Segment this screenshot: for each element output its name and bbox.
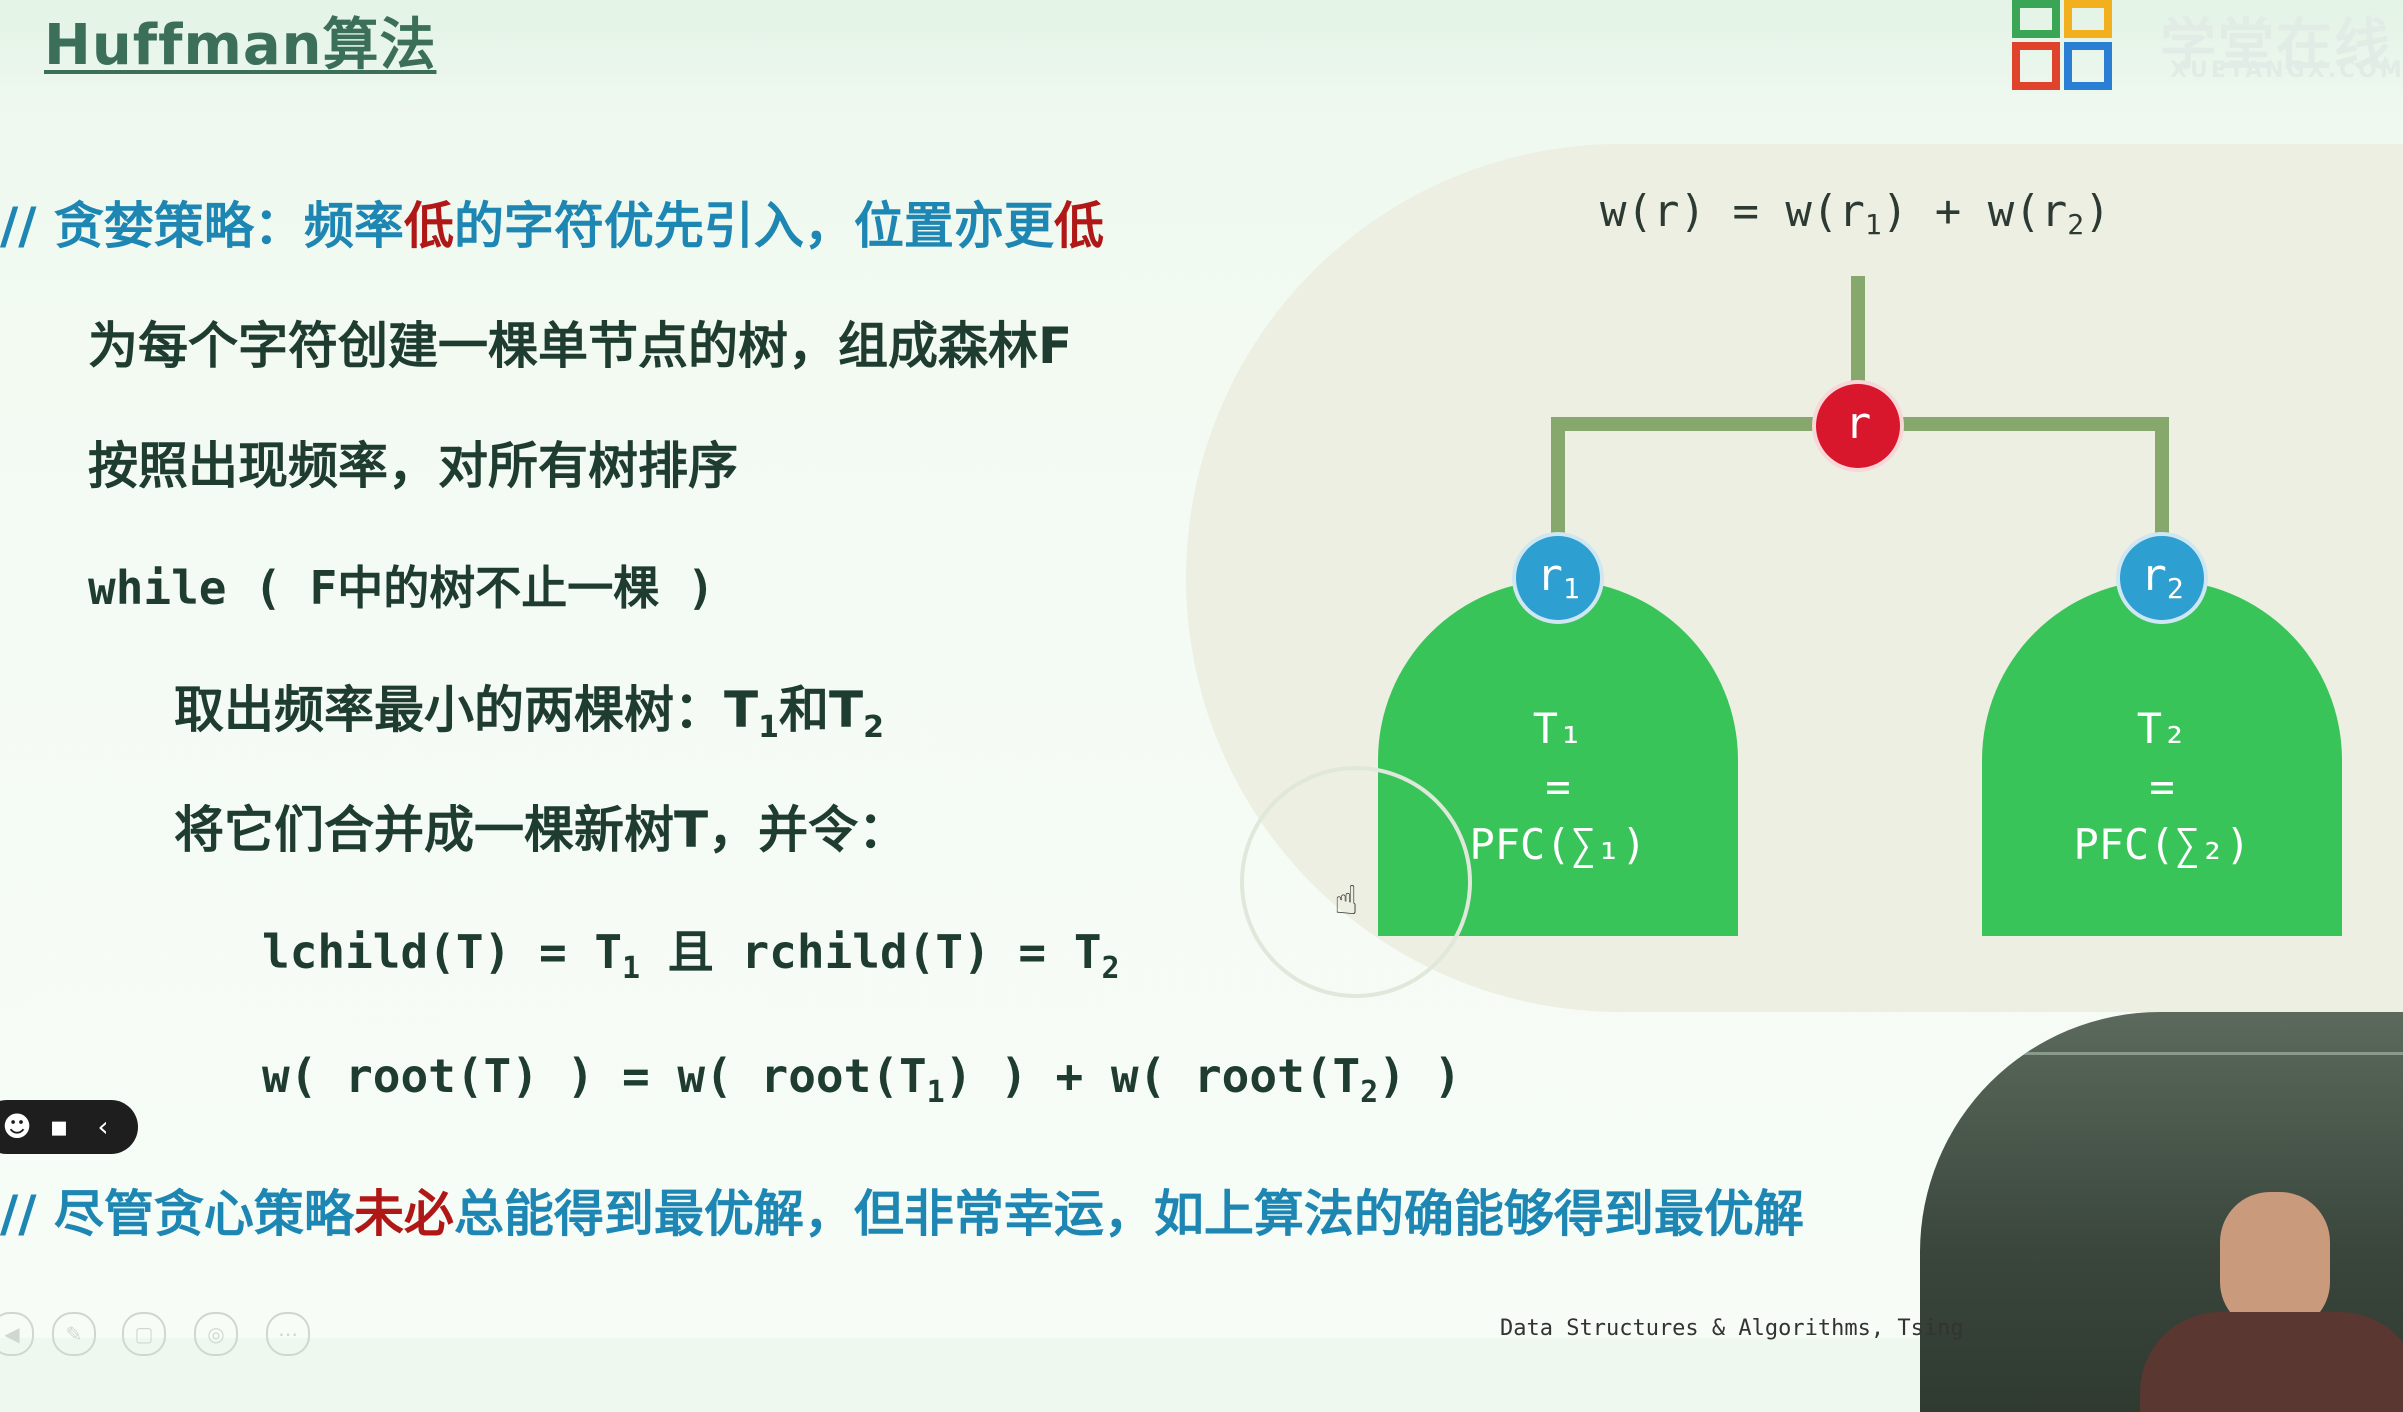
logo-text: 学堂在线 — [2160, 13, 2392, 78]
floating-toolbar[interactable]: ☻ ▪ ‹ — [0, 1100, 138, 1154]
pen-icon[interactable]: ✎ — [52, 1312, 96, 1356]
presenter-body — [2140, 1312, 2403, 1412]
tree-diagram — [1240, 276, 2342, 998]
line-weight-assign: w( root(T) ) = w( root(T1) ) + w( root(T… — [262, 1049, 1462, 1110]
root-node-label: r — [1844, 398, 1872, 449]
left-tree-name: T₁ — [1532, 704, 1584, 753]
chat-icon[interactable]: ▪ — [49, 1110, 69, 1143]
zoom-icon[interactable]: ◎ — [194, 1312, 238, 1356]
left-child-label: r1 — [1536, 550, 1580, 605]
weight-formula: w(r) = w(r1) + w(r2) — [1600, 186, 2111, 241]
line-child-assign: lchild(T) = T1 且 rchild(T) = T2 — [262, 925, 1120, 986]
header-bar — [0, 0, 2403, 108]
right-tree-eq: = — [2149, 762, 2175, 811]
left-subtree-label: T₁ = PFC(∑₁) — [1378, 700, 1738, 874]
presenter-face — [2220, 1192, 2330, 1332]
right-child-label: r2 — [2140, 550, 2184, 605]
right-subtree — [1982, 580, 2342, 936]
logo-subtext: XUETANGX.COM — [2170, 58, 2403, 83]
line-take-two-trees: 取出频率最小的两棵树：T1和T2 — [174, 681, 884, 745]
logo-icon — [2012, 0, 2112, 90]
footer-course-title: Data Structures & Algorithms, Tsing — [1500, 1316, 1964, 1341]
line-merge-trees: 将它们合并成一棵新树T，并令： — [174, 801, 909, 859]
cursor-ring — [1240, 766, 1472, 998]
more-icon[interactable]: ⋯ — [266, 1312, 310, 1356]
prev-icon[interactable]: ◀ — [0, 1312, 34, 1356]
page-icon[interactable]: ▢ — [122, 1312, 166, 1356]
chevron-left-icon[interactable]: ‹ — [97, 1110, 109, 1143]
left-child-node — [1512, 532, 1604, 624]
hand-cursor-icon: ☝ — [1334, 878, 1359, 924]
right-child-node — [2116, 532, 2208, 624]
root-node — [1812, 380, 1904, 472]
line-greedy-strategy: // 贪婪策略：频率低的字符优先引入，位置亦更低 — [0, 197, 1104, 255]
left-tree-eq: = — [1545, 762, 1571, 811]
right-tree-name: T₂ — [2136, 704, 2188, 753]
left-tree-pfc: PFC(∑₁) — [1469, 820, 1647, 869]
chalkboard-edge — [1980, 1052, 2403, 1055]
line-greedy-note: // 尽管贪心策略未必总能得到最优解，但非常幸运，如上算法的确能够得到最优解 — [0, 1185, 1804, 1243]
line-sort-trees: 按照出现频率，对所有树排序 — [88, 437, 738, 495]
emoji-icon[interactable]: ☻ — [2, 1110, 32, 1143]
right-tree-pfc: PFC(∑₂) — [2073, 820, 2251, 869]
line-create-forest: 为每个字符创建一棵单节点的树，组成森林F — [88, 317, 1073, 375]
left-subtree — [1378, 580, 1738, 936]
line-while-loop: while ( F中的树不止一棵 ) — [88, 561, 715, 615]
right-subtree-label: T₂ = PFC(∑₂) — [1982, 700, 2342, 874]
